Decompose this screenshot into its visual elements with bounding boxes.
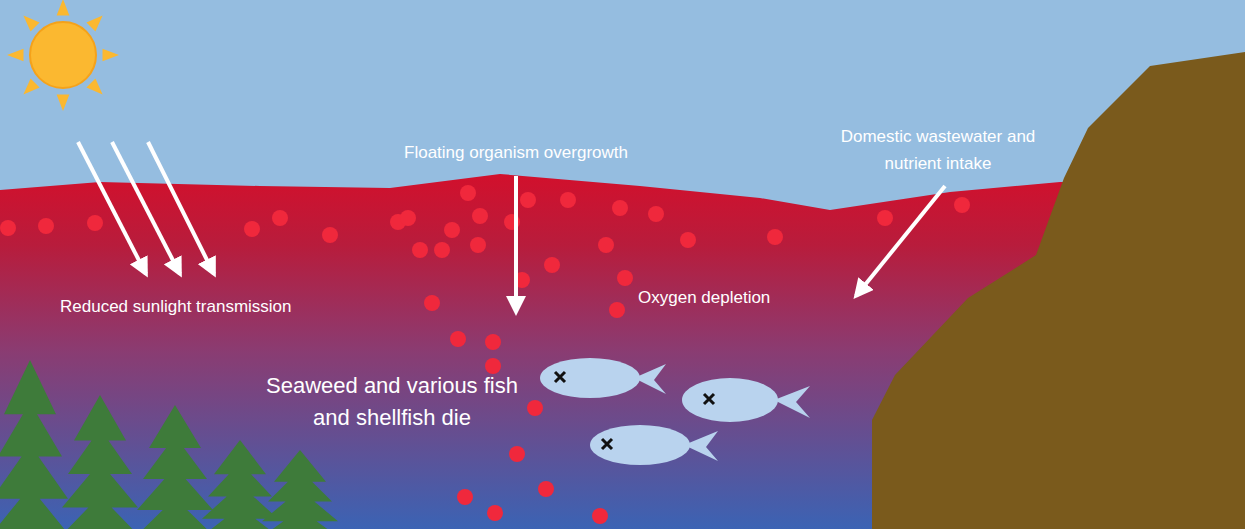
sunlight-arrow <box>148 142 214 274</box>
algae-dot <box>617 270 633 286</box>
algae-dot <box>877 210 893 226</box>
algae-dot <box>954 197 970 213</box>
algae-dot <box>38 218 54 234</box>
seaweed-plant <box>56 395 144 529</box>
sun-ray <box>23 78 39 94</box>
scene-label: Seaweed and various fish and shellfish d… <box>262 370 522 434</box>
sun-ray <box>57 0 70 16</box>
algae-dot <box>767 229 783 245</box>
algae-dot <box>444 222 460 238</box>
algae-dot <box>598 237 614 253</box>
seaweed-plant <box>256 450 344 529</box>
dead-fish <box>590 425 718 465</box>
algae-dot <box>520 192 536 208</box>
sun-ray <box>102 49 119 62</box>
algae-dot <box>592 508 608 524</box>
scene-label: Domestic wastewater and nutrient intake <box>823 123 1053 177</box>
scene-label: Oxygen depletion <box>638 284 808 311</box>
dead-fish <box>682 378 810 422</box>
algae-dot <box>457 489 473 505</box>
algae-dot <box>538 481 554 497</box>
fish-group <box>540 358 810 465</box>
sunlight-arrow <box>78 142 146 274</box>
algae-dot <box>560 192 576 208</box>
sinking-arrow <box>514 176 518 312</box>
algae-dot <box>470 237 486 253</box>
algae-dot <box>412 242 428 258</box>
algae-dots <box>0 185 970 524</box>
sun-ray <box>7 49 24 62</box>
sunlight-arrow <box>112 142 180 274</box>
algae-dot <box>460 185 476 201</box>
algae-dot <box>527 400 543 416</box>
algae-dot <box>609 302 625 318</box>
sun-ray <box>86 78 102 94</box>
sun <box>7 0 119 111</box>
algae-dot <box>400 210 416 226</box>
sun-ray <box>23 15 39 31</box>
cliff <box>872 52 1245 529</box>
sun-ray <box>57 94 70 111</box>
algae-dot <box>612 200 628 216</box>
algae-dot <box>434 242 450 258</box>
algae-dot <box>87 215 103 231</box>
algae-dot <box>648 206 664 222</box>
seaweed-plant <box>0 360 74 529</box>
algae-dot <box>472 208 488 224</box>
inflow-arrow <box>856 186 945 296</box>
algae-dot <box>424 295 440 311</box>
seaweed-plant <box>131 405 219 529</box>
algae-dot <box>485 334 501 350</box>
algae-dot <box>322 227 338 243</box>
dead-fish <box>540 358 666 398</box>
algae-dot <box>244 221 260 237</box>
algae-dot <box>509 446 525 462</box>
algae-dot <box>450 331 466 347</box>
algae-dot <box>0 220 16 236</box>
algae-dot <box>487 505 503 521</box>
algae-dot <box>544 257 560 273</box>
algae-dot <box>272 210 288 226</box>
algae-dot <box>485 358 501 374</box>
sun-ray <box>86 15 102 31</box>
scene-label: Floating organism overgrowth <box>381 139 651 166</box>
arrows <box>78 142 945 312</box>
scene-label: Reduced sunlight transmission <box>60 293 350 320</box>
algae-dot <box>680 232 696 248</box>
